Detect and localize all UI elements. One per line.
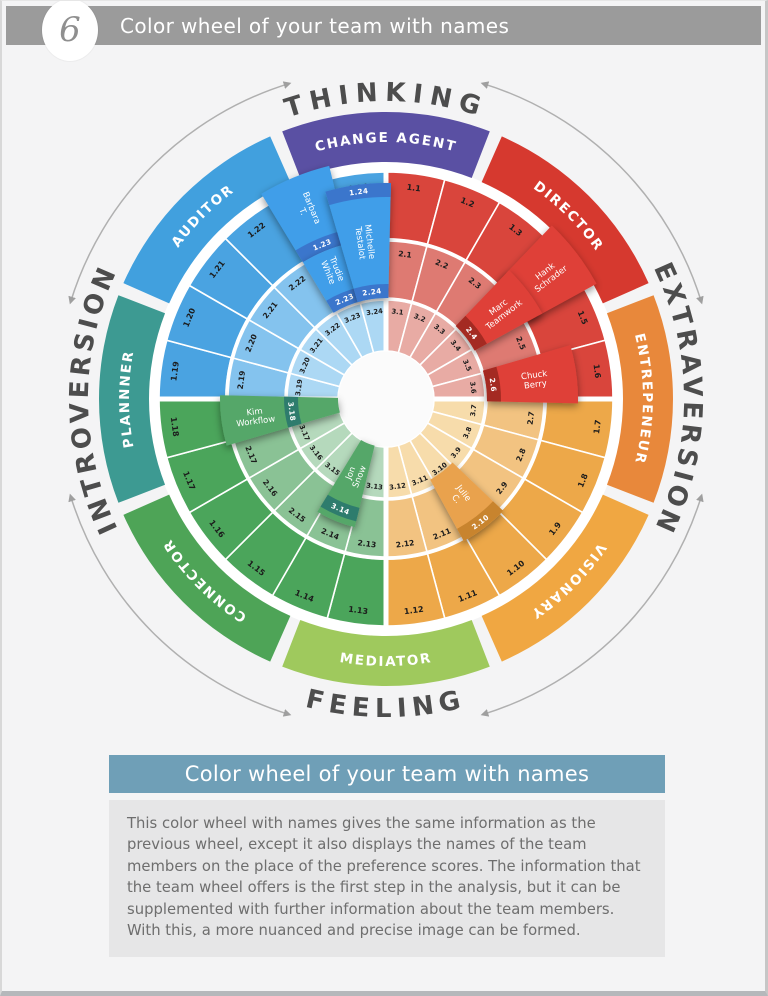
wheel-center-hole xyxy=(338,351,434,447)
score-band xyxy=(455,315,487,351)
score-label-3.19: 3.19 xyxy=(294,378,304,396)
member-score-label: 3.18 xyxy=(286,401,297,421)
member-name: MichelleTestalot xyxy=(352,224,376,261)
category-label-plannner: PLANNNER xyxy=(117,349,138,449)
score-label-1.12: 1.12 xyxy=(403,605,424,617)
score-label-3.1: 3.1 xyxy=(391,307,404,317)
info-body-text: This color wheel with names gives the sa… xyxy=(109,800,665,957)
score-band xyxy=(482,366,501,402)
score-label-1.18: 1.18 xyxy=(169,416,181,437)
axis-label-feeling: FEELING xyxy=(303,684,469,724)
rotation-arrow-arc xyxy=(480,493,704,717)
score-band xyxy=(284,396,302,428)
header-title: Color wheel of your team with names xyxy=(120,13,510,38)
category-arc-entrepeneur xyxy=(606,295,673,503)
rotation-arrow-arc xyxy=(68,493,292,717)
member-score-label: 2.6 xyxy=(488,377,499,392)
score-label-3.13: 3.13 xyxy=(366,482,384,492)
score-label-2.19: 2.19 xyxy=(236,370,247,390)
score-label-1.19: 1.19 xyxy=(169,360,181,381)
category-arc-change-agent xyxy=(282,112,490,179)
team-color-wheel: CHANGE AGENTDIRECTORENTREPENEURVISIONARY… xyxy=(65,78,704,724)
info-title: Color wheel of your team with names xyxy=(184,762,590,786)
score-band xyxy=(320,494,360,522)
score-band xyxy=(326,287,363,313)
member-score-label: 1.24 xyxy=(349,186,369,197)
wheel-gap-ring xyxy=(148,161,624,637)
member-name: ChuckBerry xyxy=(521,369,550,392)
score-label-3.7: 3.7 xyxy=(469,404,479,417)
score-label-3.6: 3.6 xyxy=(468,381,478,394)
member-wedge xyxy=(220,395,340,446)
rotation-arrow-arc xyxy=(480,81,704,305)
category-label-mediator: MEDIATOR xyxy=(339,650,434,670)
score-band xyxy=(325,183,391,206)
rotation-arrow-arc xyxy=(68,81,292,305)
score-label-3.12: 3.12 xyxy=(389,482,407,492)
member-wedge xyxy=(482,345,578,404)
score-label-1.13: 1.13 xyxy=(348,605,369,617)
page-number-badge: 6 xyxy=(42,1,98,61)
score-label-2.1: 2.1 xyxy=(398,249,413,260)
category-arc-mediator xyxy=(282,619,490,686)
category-arc-plannner xyxy=(98,295,166,503)
page-number: 6 xyxy=(59,10,81,50)
score-label-2.7: 2.7 xyxy=(526,411,537,426)
score-label-2.13: 2.13 xyxy=(357,538,377,549)
score-label-1.7: 1.7 xyxy=(592,419,603,434)
member-wedge xyxy=(325,183,391,303)
header-bar: 6 Color wheel of your team with names xyxy=(6,1,761,61)
score-label-1.6: 1.6 xyxy=(591,364,602,380)
score-band xyxy=(295,229,349,263)
score-label-3.24: 3.24 xyxy=(366,307,384,317)
member-score-label: 2.24 xyxy=(362,286,382,297)
score-label-2.12: 2.12 xyxy=(395,538,415,549)
info-title-bar: Color wheel of your team with names xyxy=(109,755,665,793)
score-band xyxy=(353,284,389,303)
member-segment-chuck-berry: 2.6 ChuckBerry xyxy=(482,345,578,404)
score-label-1.1: 1.1 xyxy=(406,183,422,194)
